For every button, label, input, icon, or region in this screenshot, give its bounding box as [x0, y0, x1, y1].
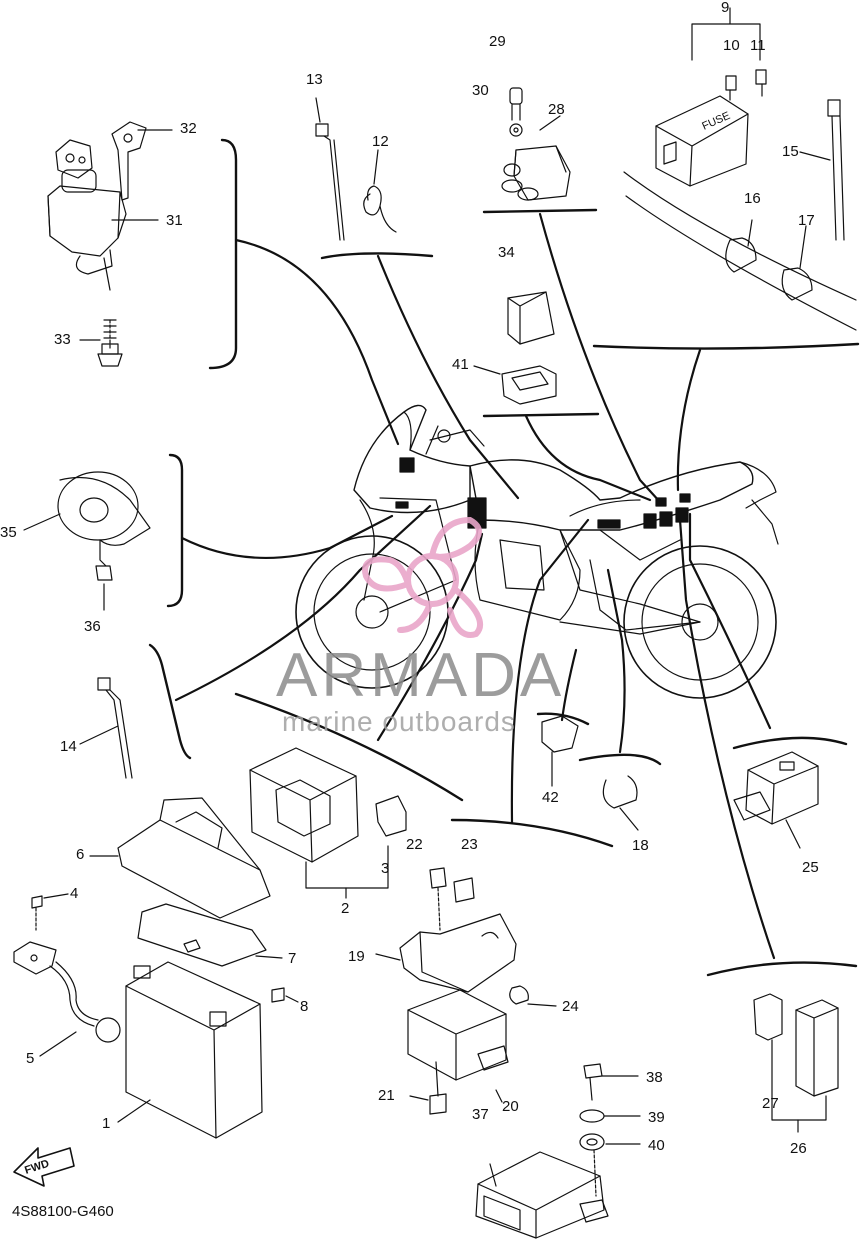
- ecu-fasteners: [409, 867, 557, 1115]
- callout-6: 6: [76, 846, 85, 863]
- callout-36: 36: [84, 618, 101, 635]
- callout-25: 25: [802, 859, 819, 876]
- callout-31: 31: [166, 212, 183, 229]
- callout-28: 28: [548, 101, 565, 118]
- callout-16: 16: [744, 190, 761, 207]
- callout-32: 32: [180, 120, 197, 137]
- callout-7: 7: [288, 950, 297, 967]
- callout-30: 30: [472, 82, 489, 99]
- callout-20: 20: [502, 1098, 519, 1115]
- callout-29: 29: [489, 33, 506, 50]
- callout-5: 5: [26, 1050, 35, 1067]
- group-brackets: [148, 138, 860, 977]
- fwd-label: FWD: [23, 1158, 51, 1177]
- fuse-label: FUSE: [700, 110, 732, 133]
- clamp-18: [602, 775, 639, 831]
- battery-lead-5: [13, 893, 299, 1057]
- callout-8: 8: [300, 998, 309, 1015]
- connector-leaders: [174, 212, 776, 960]
- main-switch-assembly: [47, 121, 173, 367]
- cable-tie-14: [79, 677, 133, 779]
- callout-41: 41: [452, 356, 469, 373]
- callout-35: 35: [0, 524, 17, 541]
- callout-26: 26: [790, 1140, 807, 1157]
- callout-42: 42: [542, 789, 559, 806]
- callout-4: 4: [70, 885, 79, 902]
- callout-37: 37: [472, 1106, 489, 1123]
- callout-21: 21: [378, 1087, 395, 1104]
- relay-34-cover-41: [473, 291, 557, 405]
- grommet-fasteners: [579, 1063, 641, 1197]
- battery-bracket-6: [89, 797, 271, 919]
- callout-24: 24: [562, 998, 579, 1015]
- ecu-20: [407, 989, 509, 1103]
- ecu-bracket-19: [375, 913, 517, 993]
- control-unit-37: [475, 1151, 609, 1239]
- callout-40: 40: [648, 1137, 665, 1154]
- callout-11: 11: [750, 37, 766, 54]
- battery-cover-7: [137, 903, 283, 967]
- callout-3: 3: [381, 860, 390, 877]
- callout-10: 10: [723, 37, 740, 54]
- watermark-tagline: marine outboards: [282, 706, 516, 737]
- cable-ties-12-13: [315, 97, 397, 241]
- callout-2: 2: [341, 900, 350, 917]
- connector-26-27: [753, 993, 839, 1133]
- battery-1: [117, 961, 263, 1139]
- callout-33: 33: [54, 331, 71, 348]
- horn-assembly: [23, 471, 151, 611]
- watermark-brand: ARMADA: [276, 641, 566, 710]
- callout-12: 12: [372, 133, 389, 150]
- relay-28-assembly: [501, 87, 571, 201]
- callout-1: 1: [102, 1115, 111, 1132]
- handlebar-harness: [623, 99, 857, 331]
- callout-19: 19: [348, 948, 365, 965]
- drawing-code: 4S88100-G460: [12, 1203, 114, 1220]
- callout-22: 22: [406, 836, 423, 853]
- callout-18: 18: [632, 837, 649, 854]
- callout-13: 13: [306, 71, 323, 88]
- coupler-25: [733, 751, 819, 849]
- callout-34: 34: [498, 244, 515, 261]
- callout-9: 9: [721, 0, 730, 16]
- callout-39: 39: [648, 1109, 665, 1126]
- callout-17: 17: [798, 212, 815, 229]
- rectifier-assembly: [249, 747, 407, 899]
- fuse-box-assembly: [655, 7, 767, 187]
- callout-27: 27: [762, 1095, 779, 1112]
- callout-14: 14: [60, 738, 77, 755]
- clamp-42: [541, 715, 579, 787]
- callout-23: 23: [461, 836, 478, 853]
- callout-15: 15: [782, 143, 799, 160]
- forward-arrow-icon: [13, 1147, 75, 1187]
- callout-38: 38: [646, 1069, 663, 1086]
